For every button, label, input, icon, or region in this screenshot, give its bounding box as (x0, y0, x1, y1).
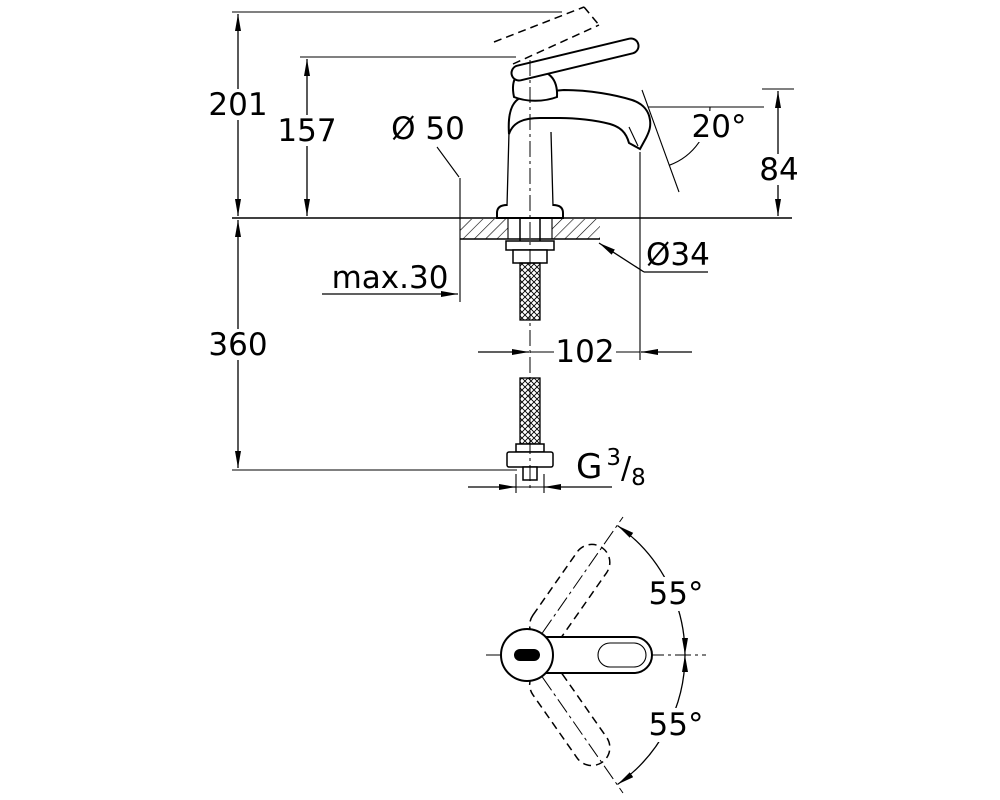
counter-hatch-right (552, 219, 600, 239)
dia34-leader (598, 242, 645, 273)
handle-hub-slot (514, 649, 540, 661)
dia-50-label: Ø 50 (391, 111, 465, 147)
angle-slanted-line (641, 89, 680, 193)
faucet-outline (496, 37, 652, 219)
dia-34-label: Ø34 (646, 237, 710, 273)
label-bg (279, 115, 335, 146)
counter-section (232, 217, 792, 240)
dim-201-label: 201 (208, 87, 267, 123)
raised-handle-dashed (493, 6, 600, 65)
swivel-down-centerline (526, 654, 624, 794)
label-bg (647, 708, 705, 742)
dim-360-label: 360 (208, 327, 267, 363)
dim-102-label: 102 (555, 334, 614, 370)
swivel-up-centerline (526, 516, 624, 656)
label-bg (554, 336, 616, 367)
top-view: 55° 55° (486, 516, 706, 794)
label-bg (647, 577, 705, 611)
dim-157-label: 157 (277, 113, 336, 149)
label-bg (210, 89, 266, 120)
dim-84-label: 84 (759, 152, 798, 188)
label-bg (210, 329, 266, 360)
side-view (232, 6, 792, 492)
label-bg (757, 154, 801, 185)
leader-dia50 (436, 146, 460, 178)
threaded-shank (519, 218, 541, 241)
max-30-label: max.30 (332, 260, 449, 296)
handle-lever-fill (512, 39, 638, 80)
label-bg (692, 111, 747, 142)
faucet-column-sides (506, 131, 554, 207)
counter-hatch-left (460, 219, 508, 239)
mounting-hole-edges (507, 219, 553, 239)
faucet-spout (507, 88, 652, 151)
raised-handle-lines (493, 6, 600, 65)
angle-20-label: 20° (692, 109, 747, 145)
aerator-detail (628, 126, 639, 147)
angle-55-lower-label: 55° (649, 707, 704, 743)
dimension-annotations: 201 157 360 84 102 Ø 50 Ø34 max.30 20° G… (208, 11, 801, 493)
angle-55-upper-label: 55° (649, 576, 704, 612)
